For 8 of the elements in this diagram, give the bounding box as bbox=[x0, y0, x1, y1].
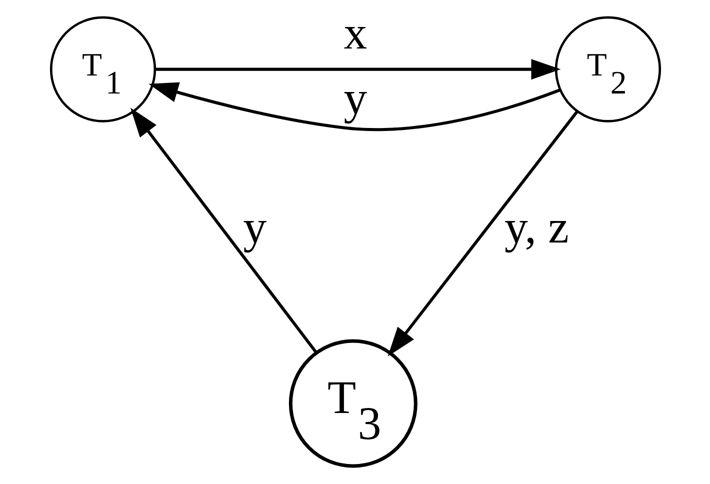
edge-label: x bbox=[343, 7, 367, 60]
edge-label: y bbox=[242, 202, 266, 254]
edge-label: y bbox=[343, 72, 367, 125]
arrow bbox=[148, 82, 560, 132]
arrow bbox=[130, 108, 316, 353]
edge-label: y, z bbox=[504, 202, 568, 254]
arrow bbox=[387, 110, 578, 356]
arrow bbox=[154, 58, 560, 80]
